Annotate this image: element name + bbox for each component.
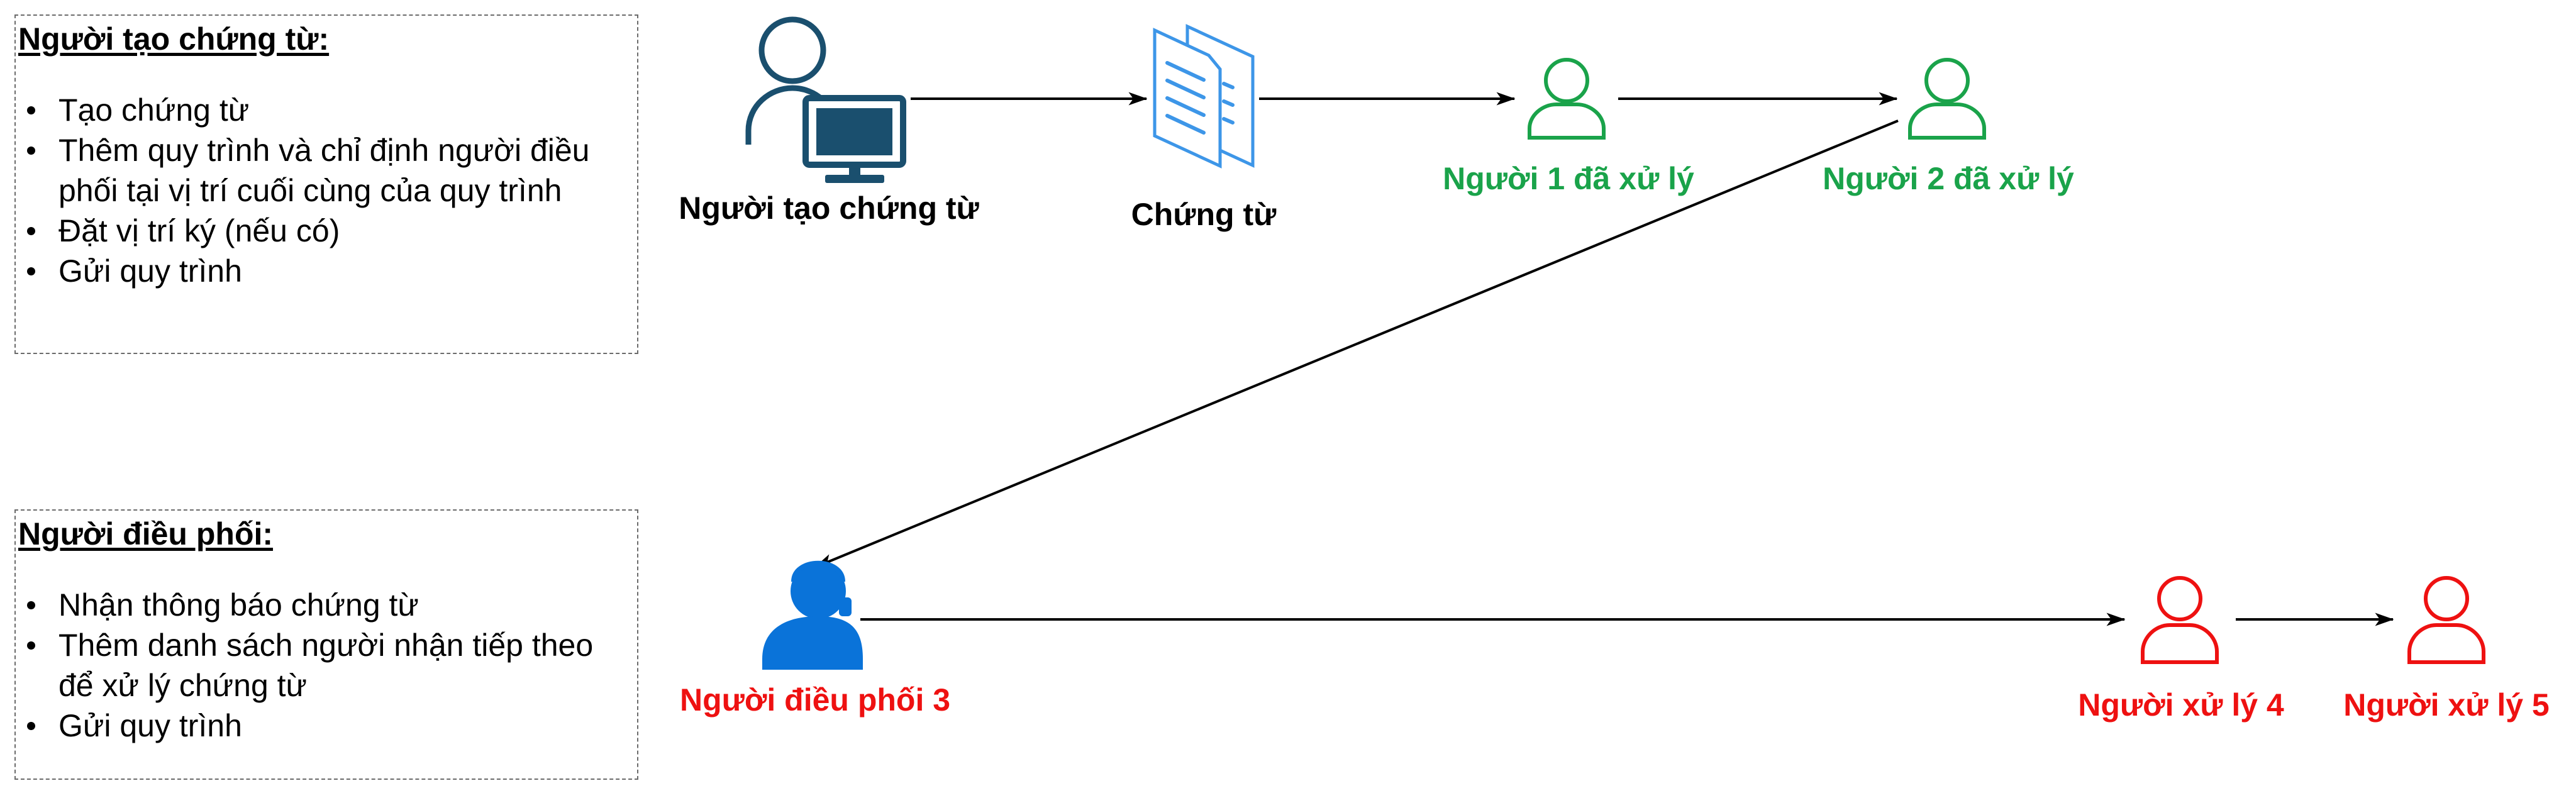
list-item: Gửi quy trình <box>27 706 599 746</box>
arrow-person2-to-coordinator <box>814 119 1899 568</box>
creator-note-box: Người tạo chứng từ: Tạo chứng từ Thêm qu… <box>14 14 638 354</box>
user-outline-icon <box>2141 576 2219 664</box>
user-computer-icon <box>745 16 906 183</box>
documents-icon <box>1153 24 1255 169</box>
coordinator-note-list: Nhận thông báo chứng từ Thêm danh sách n… <box>27 585 599 746</box>
handler4-label: Người xử lý 4 <box>2078 687 2284 723</box>
person1-label: Người 1 đã xử lý <box>1443 161 1694 196</box>
flow-arrows <box>814 92 2394 626</box>
coordinator-note-title: Người điều phối: <box>18 516 274 551</box>
coordinator-note-box: Người điều phối: Nhận thông báo chứng từ… <box>14 509 638 780</box>
creator-label: Người tạo chứng từ <box>679 191 979 226</box>
user-outline-icon <box>2407 576 2485 664</box>
creator-note-title: Người tạo chứng từ: <box>18 21 330 57</box>
person2-label: Người 2 đã xử lý <box>1823 161 2074 196</box>
user-outline-icon <box>1908 58 1986 140</box>
list-item: Thêm danh sách người nhận tiếp theo để x… <box>27 625 599 706</box>
list-item: Thêm quy trình và chỉ định người điều ph… <box>27 130 599 211</box>
handler5-label: Người xử lý 5 <box>2343 687 2550 723</box>
coordinator-label: Người điều phối 3 <box>679 682 951 718</box>
list-item: Nhận thông báo chứng từ <box>27 585 599 625</box>
list-item: Tạo chứng từ <box>27 90 599 130</box>
list-item: Đặt vị trí ký (nếu có) <box>27 211 599 251</box>
list-item: Gửi quy trình <box>27 251 599 291</box>
creator-note-list: Tạo chứng từ Thêm quy trình và chỉ định … <box>27 90 599 291</box>
user-outline-icon <box>1528 58 1606 140</box>
user-headset-icon <box>762 560 863 670</box>
document-label: Chứng từ <box>1131 197 1277 232</box>
